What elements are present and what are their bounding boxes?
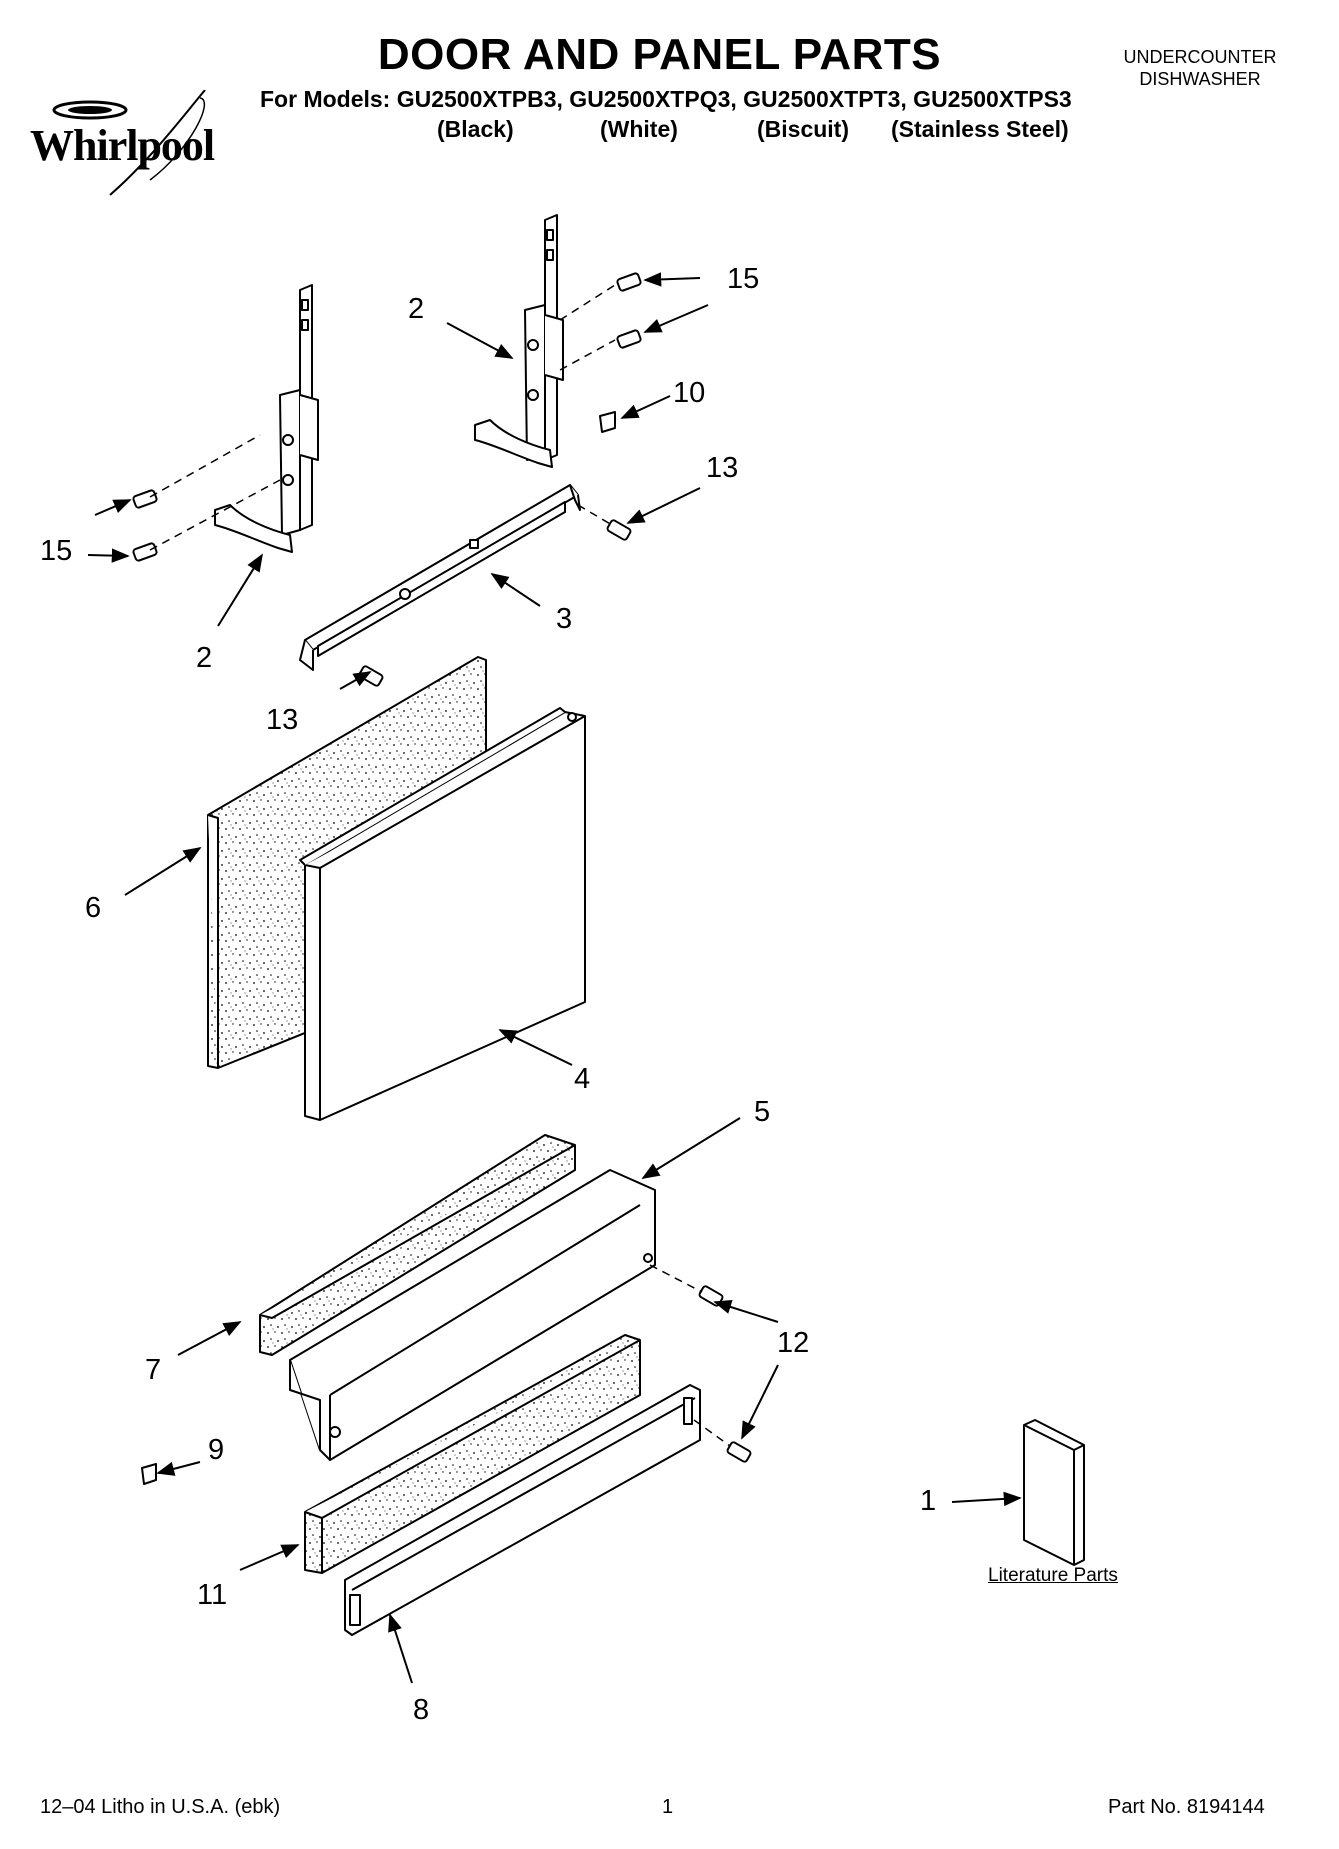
callout-13-left: 13	[266, 704, 299, 736]
product-type: UNDERCOUNTER DISHWASHER	[1080, 46, 1320, 90]
footer-part-number: Part No. 8194144	[1108, 1796, 1265, 1818]
models-line: For Models: GU2500XTPB3, GU2500XTPQ3, GU…	[260, 86, 1072, 112]
access-panel-insulation	[259, 1134, 576, 1356]
callout-13-right: 13	[706, 452, 739, 484]
callout-6: 6	[85, 892, 102, 924]
color-biscuit: (Biscuit)	[757, 116, 849, 142]
color-stainless: (Stainless Steel)	[891, 116, 1069, 142]
callout-1: 1	[920, 1485, 937, 1517]
color-black: (Black)	[437, 116, 514, 142]
left-hinge-bracket	[214, 284, 319, 553]
clip-10	[599, 411, 616, 433]
product-line-1: UNDERCOUNTER	[1123, 47, 1277, 67]
toe-plate	[344, 1384, 701, 1636]
callout-10: 10	[673, 377, 706, 409]
literature-parts-label: Literature Parts	[988, 1565, 1118, 1586]
callout-11: 11	[197, 1579, 228, 1611]
callout-2-bottom: 2	[196, 642, 213, 674]
literature-book	[1023, 1419, 1085, 1566]
callout-15-right: 15	[727, 263, 760, 295]
callout-2-top: 2	[408, 293, 425, 325]
color-white: (White)	[600, 116, 678, 142]
assembly-lines	[149, 284, 731, 1447]
logo-swirl-icon	[52, 89, 206, 196]
brand-name: Whirlpool	[30, 121, 215, 170]
whirlpool-logo: Whirlpool	[30, 89, 270, 200]
access-panel	[289, 1169, 656, 1461]
door-bracket	[299, 484, 581, 671]
footer-litho: 12–04 Litho in U.S.A. (ebk)	[40, 1796, 281, 1818]
callout-9: 9	[208, 1434, 225, 1466]
leader-arrows	[87, 272, 1022, 1684]
model-colors: (Black) (White) (Biscuit) (Stainless Ste…	[0, 116, 1339, 146]
callout-12: 12	[777, 1327, 810, 1359]
page-title: DOOR AND PANEL PARTS	[377, 30, 942, 79]
lower-insulation	[304, 1334, 641, 1574]
callout-7: 7	[145, 1354, 162, 1386]
product-line-2: DISHWASHER	[1139, 69, 1261, 89]
right-hinge-bracket	[474, 214, 564, 468]
footer-page-number: 1	[662, 1796, 674, 1818]
door-panel	[299, 707, 586, 1121]
callout-15-left: 15	[40, 535, 73, 567]
callout-4: 4	[574, 1063, 591, 1095]
callout-3: 3	[556, 603, 573, 635]
clip-9	[141, 1463, 157, 1485]
callout-5: 5	[754, 1096, 771, 1128]
callout-8: 8	[413, 1694, 430, 1726]
